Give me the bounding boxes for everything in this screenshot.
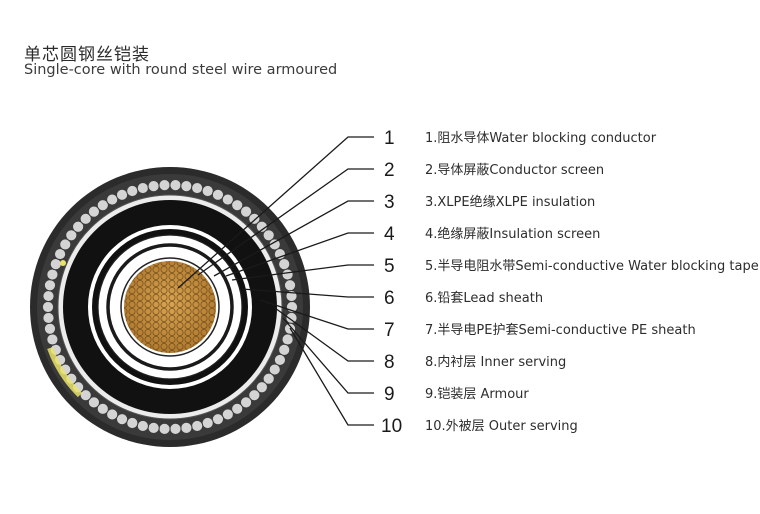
layer-label: 6.铅套Lead sheath <box>425 290 543 306</box>
armour-wire <box>281 333 294 346</box>
armour-wire <box>169 422 182 435</box>
armour-wire <box>115 413 129 426</box>
armour-wire <box>273 247 287 261</box>
armour-wire <box>126 184 139 198</box>
armour-wire <box>248 212 261 225</box>
armour-wires <box>41 179 299 435</box>
leader-line <box>231 264 374 281</box>
armour-wire <box>231 199 244 212</box>
armour-wire <box>201 416 214 430</box>
armour-wire <box>53 247 67 261</box>
conductor-strands <box>124 261 216 353</box>
leader-line <box>289 327 374 426</box>
layer-number: 1 <box>384 128 395 149</box>
yellow-marker-stripe <box>47 346 83 398</box>
armour-wire <box>255 220 268 233</box>
armour-wire <box>278 258 291 271</box>
armour-wire <box>136 181 149 195</box>
armour-wire <box>221 408 234 421</box>
armour-wire <box>136 419 149 433</box>
armour-wire <box>239 205 253 218</box>
armour-wire <box>106 408 119 421</box>
layer-label: 2.导体屏蔽Conductor screen <box>425 163 604 178</box>
layer-label: 4.绝缘屏蔽Insulation screen <box>425 226 600 242</box>
armour-wire <box>262 372 275 385</box>
layer-label: 1.阻水导体Water blocking conductor <box>425 131 657 146</box>
armour-wire <box>248 389 261 402</box>
leader-line <box>177 136 374 289</box>
armour-wire <box>72 220 85 233</box>
armour-wire <box>87 396 101 409</box>
armour-wire <box>169 179 182 192</box>
armour-wire <box>191 181 204 195</box>
leader-line <box>274 307 374 362</box>
armour-wire <box>147 180 160 193</box>
armour-wire <box>96 199 109 212</box>
armour-wire <box>87 205 101 218</box>
armour-wire <box>106 193 119 206</box>
layer-label: 10.外被层 Outer serving <box>425 419 578 434</box>
armour-wire <box>239 396 253 409</box>
layer-number: 3 <box>384 192 395 213</box>
yellow-marker-dot <box>60 260 66 266</box>
leader-line <box>259 299 374 330</box>
layer-number: 5 <box>384 256 395 277</box>
layer-number: 8 <box>384 352 395 373</box>
armour-wire <box>42 311 55 325</box>
armour-wire <box>59 238 72 251</box>
armour-wire <box>115 188 129 201</box>
armour-wire <box>278 343 291 356</box>
armour-wire <box>46 268 59 281</box>
armour-wire <box>191 419 204 433</box>
armour-wire <box>262 229 275 242</box>
leader-lines <box>177 136 374 426</box>
armour-wire <box>255 381 268 394</box>
armour-wire <box>46 333 59 346</box>
armour-wire <box>43 279 57 292</box>
armour-wire <box>268 363 281 376</box>
layer-number: 9 <box>384 384 395 405</box>
armour-wire <box>180 421 193 434</box>
title-english: Single-core with round steel wire armour… <box>24 62 338 78</box>
layer-label: 5.半导电阻水带Semi-conductive Water blocking t… <box>425 259 759 274</box>
layer-number: 10 <box>381 416 402 437</box>
armour-wire <box>221 193 234 206</box>
leader-line <box>197 168 374 276</box>
layer-label: 3.XLPE绝缘XLPE insulation <box>425 194 595 210</box>
leader-line <box>213 200 374 277</box>
armour-wire <box>180 180 193 193</box>
armour-wire <box>43 322 57 335</box>
title-chinese: 单芯圆钢丝铠装 <box>24 45 150 65</box>
armour-wire <box>126 416 139 430</box>
layer-label: 8.内衬层 Inner serving <box>425 354 566 370</box>
leader-line <box>225 232 374 277</box>
armour-wire <box>231 402 244 415</box>
armour-wire <box>283 279 297 292</box>
armour-wire <box>211 188 225 201</box>
armour-wire <box>201 184 214 198</box>
armour-wire <box>42 289 55 303</box>
layer-number: 7 <box>384 320 395 341</box>
armour-wire <box>273 353 287 367</box>
layer-labels: 1 1.阻水导体Water blocking conductor 2 2.导体屏蔽Co… <box>381 128 759 437</box>
armour-wire <box>147 421 160 434</box>
leader-line <box>241 288 374 298</box>
armour-wire <box>49 258 62 271</box>
armour-wire <box>65 229 78 242</box>
armour-wire <box>79 212 92 225</box>
layer-label: 9.铠装层 Armour <box>425 386 529 402</box>
layer-label: 7.半导电PE护套Semi-conductive PE sheath <box>425 322 696 338</box>
armour-wire <box>211 413 225 426</box>
armour-wire <box>96 402 109 415</box>
armour-wire <box>158 422 171 435</box>
layer-number: 4 <box>384 224 395 245</box>
leader-line <box>282 317 374 394</box>
layer-number: 2 <box>384 160 395 181</box>
armour-wire <box>281 268 294 281</box>
layer-number: 6 <box>384 288 395 309</box>
armour-wire <box>41 300 55 314</box>
armour-wire <box>158 179 171 192</box>
armour-wire <box>79 389 92 402</box>
